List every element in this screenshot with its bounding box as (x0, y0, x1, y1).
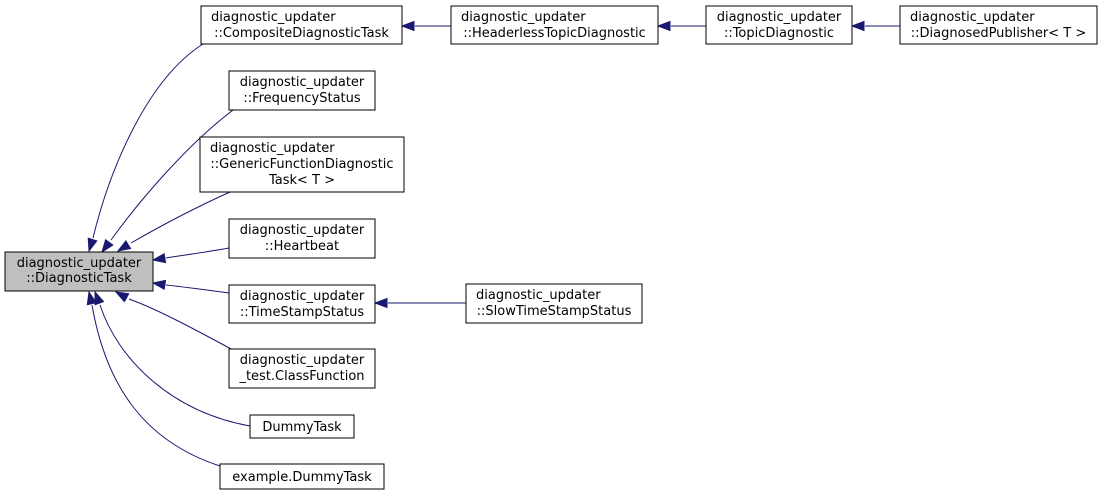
nodes-layer: diagnostic_updater ::DiagnosticTask diag… (4, 5, 1098, 490)
edge-arrowhead (94, 290, 105, 306)
edge-line (110, 109, 234, 241)
node-label-line: ::DiagnosticTask (26, 271, 132, 286)
node-label-line: ::TopicDiagnostic (724, 26, 834, 41)
edge-arrowhead (151, 252, 167, 264)
node-label-line: diagnostic_updater (240, 75, 365, 90)
edge-arrowhead (114, 291, 130, 303)
node-label-line: ::SlowTimeStampStatus (477, 304, 632, 319)
node-label-line: diagnostic_updater (476, 288, 601, 303)
edge-arrowhead (656, 20, 671, 32)
edges-layer (86, 20, 900, 467)
edge-arrowhead (373, 297, 388, 309)
node-diagnostic-task[interactable]: diagnostic_updater ::DiagnosticTask (4, 251, 154, 292)
node-label-line: diagnostic_updater (210, 141, 335, 156)
edge-line (165, 247, 230, 259)
node-label-line: diagnostic_updater (17, 256, 142, 271)
node-class-function[interactable]: diagnostic_updater _test.ClassFunction (228, 348, 376, 389)
edge-arrowhead (151, 279, 167, 291)
node-label-line: ::Heartbeat (265, 239, 339, 254)
node-label-line: Task< T > (268, 173, 335, 188)
node-label-line: ::DiagnosedPublisher< T > (911, 26, 1087, 41)
node-label-line: diagnostic_updater (240, 289, 365, 304)
node-label-line: ::FrequencyStatus (243, 91, 361, 106)
node-label-line: diagnostic_updater (910, 10, 1035, 25)
node-generic-function-diagnostic-task[interactable]: diagnostic_updater ::GenericFunctionDiag… (199, 136, 405, 193)
inheritance-edge (116, 191, 231, 252)
inheritance-edge (86, 290, 221, 467)
node-dummy-task[interactable]: DummyTask (249, 414, 355, 439)
node-label-line: ::CompositeDiagnosticTask (214, 26, 389, 41)
inheritance-edge (151, 279, 230, 294)
inheritance-edge (87, 43, 204, 253)
node-label-line: diagnostic_updater (240, 223, 365, 238)
edge-arrowhead (850, 20, 865, 32)
node-composite-diagnostic-task[interactable]: diagnostic_updater ::CompositeDiagnostic… (200, 5, 403, 45)
node-label-line: diagnostic_updater (211, 10, 336, 25)
node-example-dummy-task[interactable]: example.DummyTask (219, 463, 385, 490)
node-label-line: _test.ClassFunction (238, 369, 364, 384)
node-time-stamp-status[interactable]: diagnostic_updater ::TimeStampStatus (228, 284, 376, 324)
node-topic-diagnostic[interactable]: diagnostic_updater ::TopicDiagnostic (705, 5, 853, 45)
node-label-line: example.DummyTask (232, 470, 372, 485)
inheritance-edge (151, 247, 230, 264)
node-label-line: ::HeaderlessTopicDiagnostic (463, 26, 646, 41)
inheritance-edge (373, 297, 466, 309)
edge-line (128, 298, 234, 351)
node-label-line: ::GenericFunctionDiagnostic (210, 157, 393, 172)
node-label-line: diagnostic_updater (461, 10, 586, 25)
inheritance-edge (400, 20, 451, 32)
edge-arrowhead (116, 240, 132, 252)
edge-line (99, 304, 251, 427)
inheritance-edge (94, 290, 251, 427)
inheritance-edge (656, 20, 706, 32)
inheritance-edge (114, 291, 234, 351)
edge-arrowhead (86, 290, 97, 306)
edge-line (130, 191, 231, 244)
node-frequency-status[interactable]: diagnostic_updater ::FrequencyStatus (228, 70, 376, 111)
node-diagnosed-publisher[interactable]: diagnostic_updater ::DiagnosedPublisher<… (899, 5, 1098, 45)
node-label-line: diagnostic_updater (717, 10, 842, 25)
inheritance-edge (850, 20, 900, 32)
edge-arrowhead (101, 238, 114, 254)
node-heartbeat[interactable]: diagnostic_updater ::Heartbeat (228, 218, 376, 259)
edge-arrowhead (400, 20, 415, 32)
inheritance-edge (101, 109, 234, 254)
node-label-line: DummyTask (262, 420, 342, 435)
node-slow-time-stamp-status[interactable]: diagnostic_updater ::SlowTimeStampStatus (465, 283, 643, 324)
node-label-line: diagnostic_updater (240, 353, 365, 368)
edge-line (165, 284, 230, 294)
edge-line (92, 43, 204, 239)
node-headerless-topic-diagnostic[interactable]: diagnostic_updater ::HeaderlessTopicDiag… (450, 5, 659, 45)
edge-line (91, 304, 221, 467)
edge-arrowhead (87, 237, 98, 253)
node-label-line: ::TimeStampStatus (240, 305, 364, 320)
